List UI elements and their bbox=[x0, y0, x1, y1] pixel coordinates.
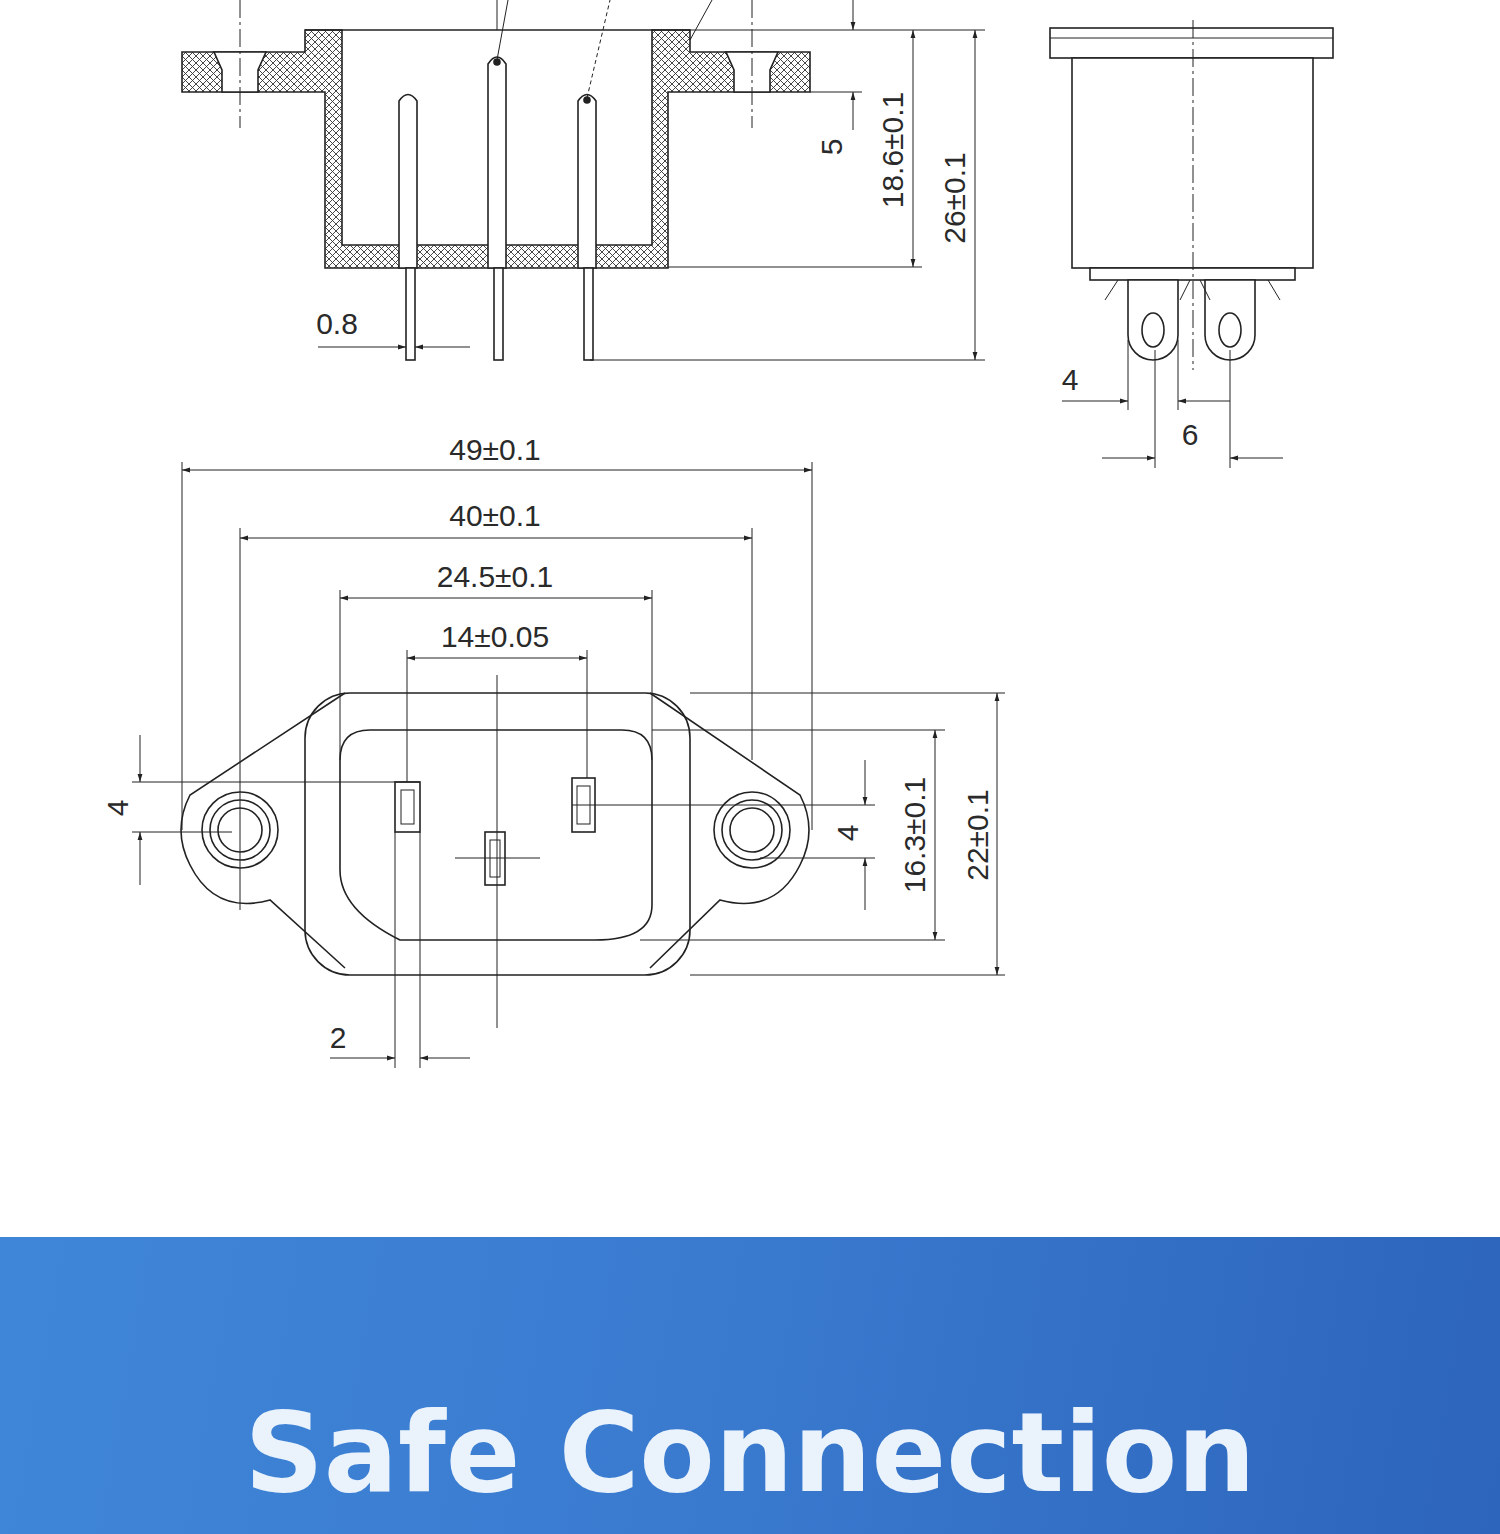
drawing-line bbox=[1178, 401, 1230, 402]
drawing-line bbox=[132, 832, 232, 833]
drawing-line bbox=[420, 832, 421, 1068]
drawing-line bbox=[1193, 20, 1194, 370]
dimension-label: 4 bbox=[833, 823, 863, 844]
dimension-label: 26±0.1 bbox=[940, 150, 970, 246]
dimension-label: 4 bbox=[103, 798, 133, 819]
drawing-line bbox=[1230, 458, 1283, 459]
drawing-line bbox=[1142, 313, 1164, 347]
section-view bbox=[182, 0, 985, 360]
housing-section bbox=[182, 30, 810, 268]
dimension-label: 0.8 bbox=[314, 309, 360, 339]
drawing-line bbox=[140, 832, 141, 885]
socket-opening bbox=[340, 730, 652, 940]
drawing-line bbox=[730, 808, 774, 852]
drawing-line bbox=[722, 800, 782, 860]
drawing-line bbox=[853, 0, 854, 30]
drawing-line bbox=[1230, 350, 1231, 468]
drawing-line bbox=[975, 30, 976, 360]
drawing-line bbox=[812, 462, 813, 830]
drawing-line bbox=[572, 805, 875, 806]
drawing-line bbox=[340, 590, 341, 760]
flange bbox=[1050, 28, 1333, 58]
dimension-label: 18.6±0.1 bbox=[878, 90, 908, 211]
drawing-line bbox=[935, 730, 936, 940]
drawing-line bbox=[1128, 340, 1129, 410]
dimension-label: 14±0.05 bbox=[439, 622, 551, 652]
dimension-label: 16.3±0.1 bbox=[900, 775, 930, 896]
dimension-label: 22±0.1 bbox=[963, 787, 993, 883]
dimension-label: 6 bbox=[1180, 420, 1201, 450]
drawing-line bbox=[690, 975, 1005, 976]
drawing-line bbox=[590, 360, 985, 361]
pin-lead bbox=[406, 268, 415, 360]
pin-lead bbox=[494, 268, 503, 360]
drawing-line bbox=[853, 92, 854, 130]
drawing-line bbox=[318, 347, 406, 348]
drawing-line bbox=[182, 470, 812, 471]
drawing-line bbox=[714, 792, 790, 868]
dimension-label: 4 bbox=[1060, 365, 1081, 395]
side-view bbox=[1050, 20, 1333, 468]
drawing-line bbox=[640, 940, 945, 941]
drawing-line bbox=[455, 858, 540, 859]
dimension-label: 24.5±0.1 bbox=[435, 562, 556, 592]
drawing-line bbox=[182, 462, 183, 830]
drawing-line bbox=[690, 0, 712, 40]
drawing-line bbox=[865, 760, 866, 805]
drawing-line bbox=[497, 0, 508, 60]
drawing-line bbox=[330, 1058, 395, 1059]
drawing-line bbox=[652, 590, 653, 760]
drawing-line bbox=[652, 730, 945, 731]
front-view bbox=[132, 462, 1005, 1068]
drawing-line bbox=[497, 675, 498, 1028]
title-band: Safe Connection bbox=[0, 1237, 1500, 1534]
drawing-line bbox=[1219, 313, 1241, 347]
drawing-line bbox=[760, 858, 875, 859]
drawing-line bbox=[1155, 350, 1156, 468]
pin bbox=[488, 57, 506, 268]
terminal-tab bbox=[1128, 280, 1178, 360]
drawing-line bbox=[810, 92, 862, 93]
drawing-line bbox=[240, 538, 752, 539]
drawing-line bbox=[240, 528, 241, 910]
drawing-line bbox=[420, 1058, 470, 1059]
drawing-line bbox=[140, 735, 141, 782]
drawing-line bbox=[752, 0, 753, 128]
drawing-line bbox=[690, 30, 985, 31]
dimension-label: 5 bbox=[817, 137, 847, 158]
drawing-line bbox=[587, 0, 610, 98]
dimension-label: 2 bbox=[328, 1023, 349, 1053]
drawing-line bbox=[668, 267, 922, 268]
drawing-line bbox=[395, 832, 396, 1068]
drawing-line bbox=[1062, 401, 1128, 402]
drawing-line bbox=[913, 30, 914, 267]
drawing-line bbox=[240, 0, 241, 128]
drawing-line bbox=[407, 650, 408, 782]
pin bbox=[578, 95, 596, 269]
drawing-line bbox=[340, 598, 652, 599]
pin-lead bbox=[584, 268, 593, 360]
drawing-line bbox=[752, 528, 753, 760]
band-heading: Safe Connection bbox=[244, 1398, 1255, 1508]
flange-outline bbox=[181, 693, 809, 968]
drawing-line bbox=[415, 347, 470, 348]
drawing-line bbox=[1102, 458, 1155, 459]
drawing-line bbox=[132, 782, 420, 783]
drawing-line bbox=[997, 693, 998, 975]
pin-slot bbox=[395, 782, 420, 832]
drawing-line bbox=[690, 693, 1005, 694]
terminal-tab bbox=[1205, 280, 1255, 360]
drawing-line bbox=[587, 650, 588, 778]
drawing-line bbox=[407, 658, 587, 659]
drawing-line bbox=[401, 790, 414, 824]
drawing-line bbox=[865, 858, 866, 910]
dimension-label: 49±0.1 bbox=[447, 435, 543, 465]
drawing-line bbox=[1050, 38, 1333, 39]
dimension-label: 40±0.1 bbox=[447, 501, 543, 531]
pin bbox=[399, 95, 417, 269]
drawing-line bbox=[1178, 340, 1179, 410]
drawing-line bbox=[497, 0, 498, 30]
